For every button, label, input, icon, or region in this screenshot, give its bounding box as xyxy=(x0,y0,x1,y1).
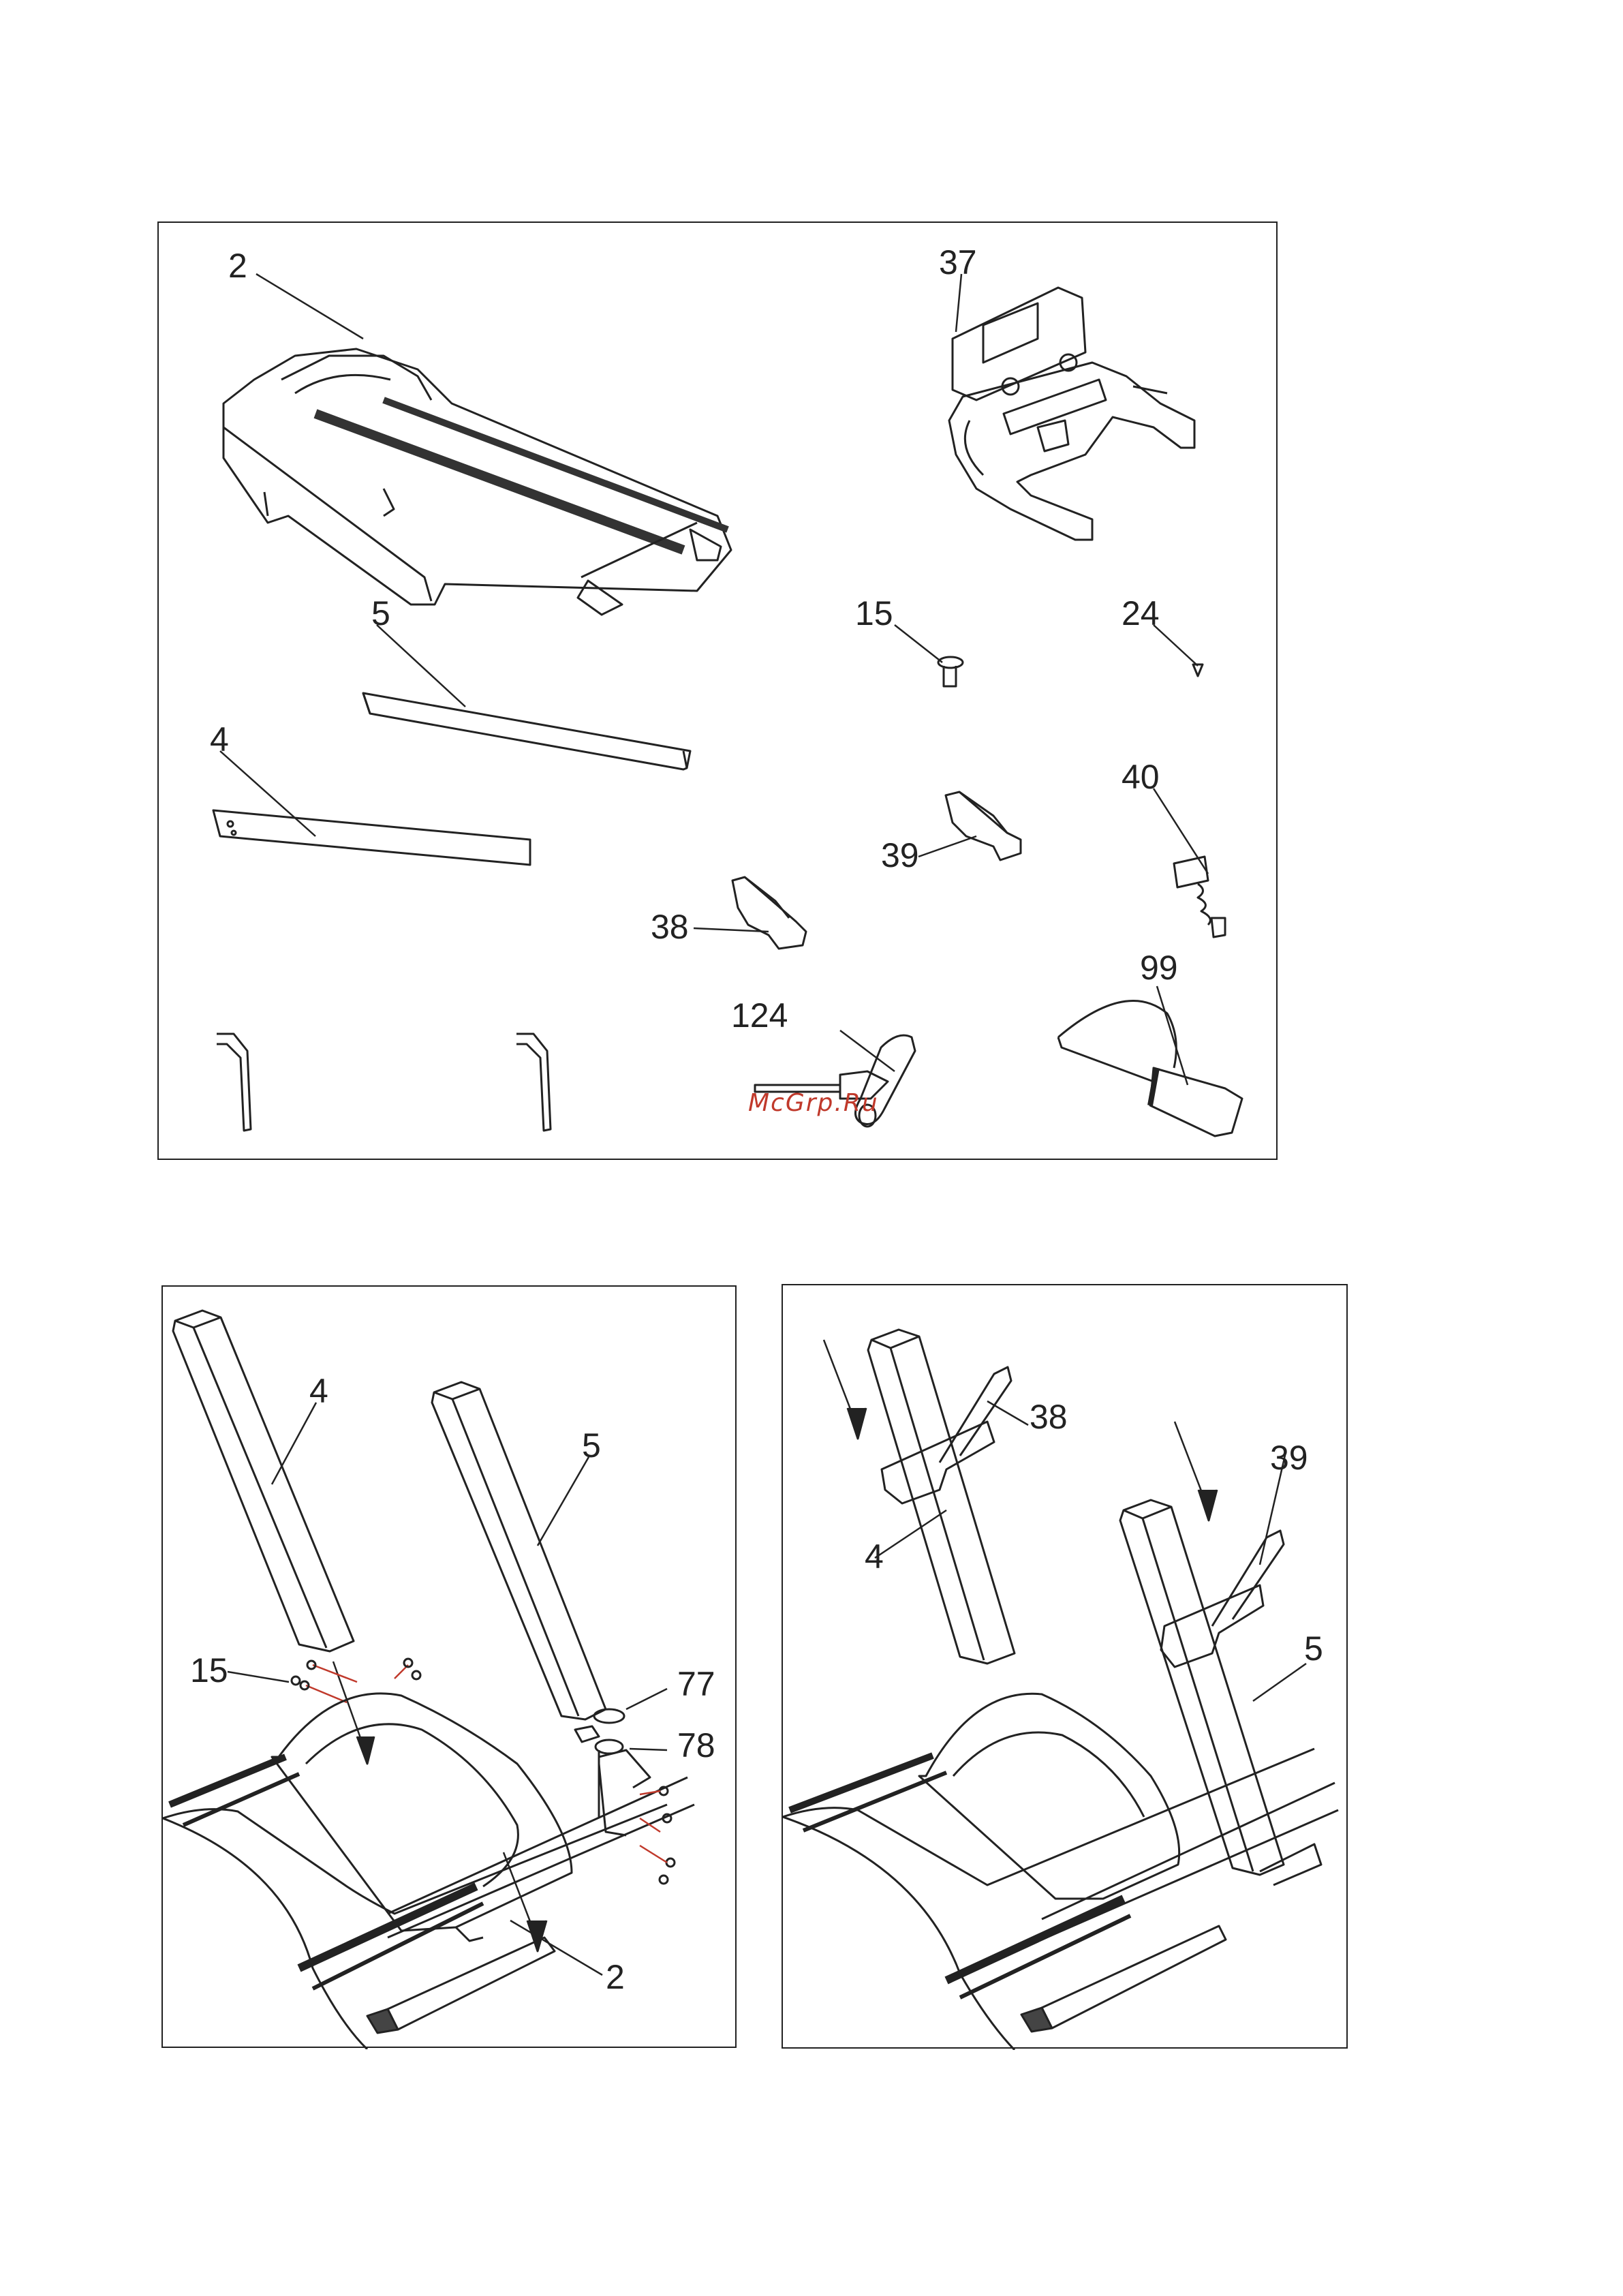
step1-label-4: 4 xyxy=(309,1372,328,1410)
part-label-40: 40 xyxy=(1122,758,1160,796)
console-drawing xyxy=(949,288,1194,540)
left-bracket-drawing xyxy=(732,877,806,949)
treadmill-frame-drawing xyxy=(223,349,731,615)
step2-label-38: 38 xyxy=(1030,1398,1068,1436)
step2-label-5: 5 xyxy=(1304,1629,1323,1668)
step1-cable-parts xyxy=(594,1709,675,1884)
watermark: McGrp.Ru xyxy=(748,1089,879,1117)
step2-left-bracket xyxy=(882,1367,1011,1503)
step1-drawing: 4 5 15 77 78 2 xyxy=(163,1287,738,2049)
step2-label-4: 4 xyxy=(865,1537,884,1576)
part-label-99: 99 xyxy=(1140,949,1178,987)
parts-list-panel: 2 37 5 15 24 4 40 39 38 99 124 xyxy=(157,221,1278,1160)
part-label-5: 5 xyxy=(371,594,390,632)
screw-drawing xyxy=(1193,664,1203,676)
step2-label-39: 39 xyxy=(1270,1439,1308,1477)
step2-left-upright xyxy=(868,1330,1015,1664)
left-upright-drawing xyxy=(213,810,530,865)
part-label-15: 15 xyxy=(855,594,893,632)
step1-label-15: 15 xyxy=(190,1651,228,1689)
assembly-step-1-panel: 4 5 15 77 78 2 xyxy=(161,1285,737,2048)
step2-frame xyxy=(783,1694,1338,2050)
leader-lines xyxy=(220,274,1208,1085)
allen-key-right-drawing xyxy=(516,1034,551,1131)
right-bracket-drawing xyxy=(946,792,1021,860)
safety-key-drawing xyxy=(1174,857,1225,937)
part-label-24: 24 xyxy=(1122,594,1160,632)
step2-drawing: 38 39 4 5 xyxy=(783,1285,1349,2050)
part-label-4: 4 xyxy=(210,720,229,759)
allen-key-left-drawing xyxy=(217,1034,251,1131)
step1-label-77: 77 xyxy=(677,1665,715,1703)
part-label-38: 38 xyxy=(651,908,689,946)
step1-right-upright xyxy=(432,1382,606,1742)
assembly-step-2-panel: 38 39 4 5 xyxy=(782,1284,1348,2049)
step2-right-bracket xyxy=(1161,1531,1284,1667)
step1-label-5: 5 xyxy=(582,1426,601,1465)
part-label-124: 124 xyxy=(731,996,788,1035)
part-label-39: 39 xyxy=(881,836,919,874)
parts-drawing: 2 37 5 15 24 4 40 39 38 99 124 xyxy=(159,223,1279,1161)
part-label-37: 37 xyxy=(939,243,977,281)
step1-left-upright xyxy=(173,1311,354,1651)
step1-leader-lines xyxy=(228,1403,667,1975)
step1-label-2: 2 xyxy=(606,1958,625,1996)
step1-label-78: 78 xyxy=(677,1726,715,1764)
lubricant-bottle-drawing xyxy=(1058,1000,1242,1136)
part-label-2: 2 xyxy=(228,247,247,285)
step2-leader-lines xyxy=(875,1401,1306,1701)
right-upright-drawing xyxy=(363,693,690,769)
